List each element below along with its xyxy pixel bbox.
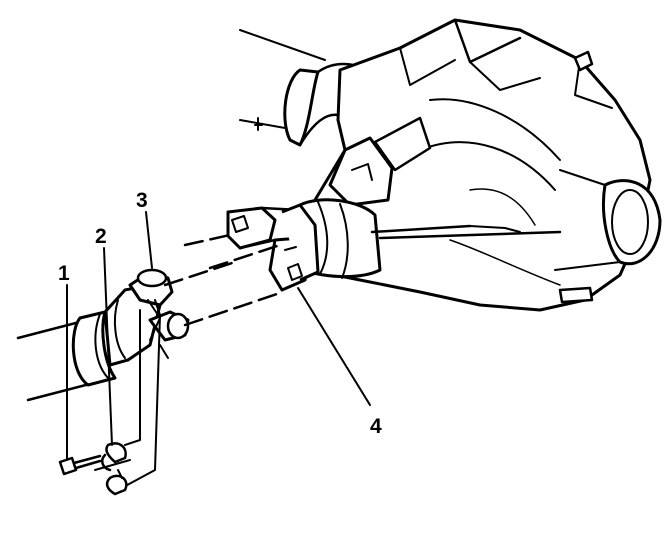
callout-leaders — [66, 211, 371, 461]
callout-3-label: 3 — [136, 189, 148, 212]
callout-2-label: 2 — [95, 225, 107, 248]
differential-housing — [239, 18, 662, 312]
alignment-lines — [94, 233, 282, 491]
bolt-and-strap — [58, 442, 128, 496]
callout-4-label: 4 — [370, 415, 382, 438]
universal-joint — [128, 268, 190, 359]
driveshaft — [16, 283, 162, 402]
callout-1-label: 1 — [58, 262, 70, 285]
pinion-yoke — [226, 203, 320, 292]
